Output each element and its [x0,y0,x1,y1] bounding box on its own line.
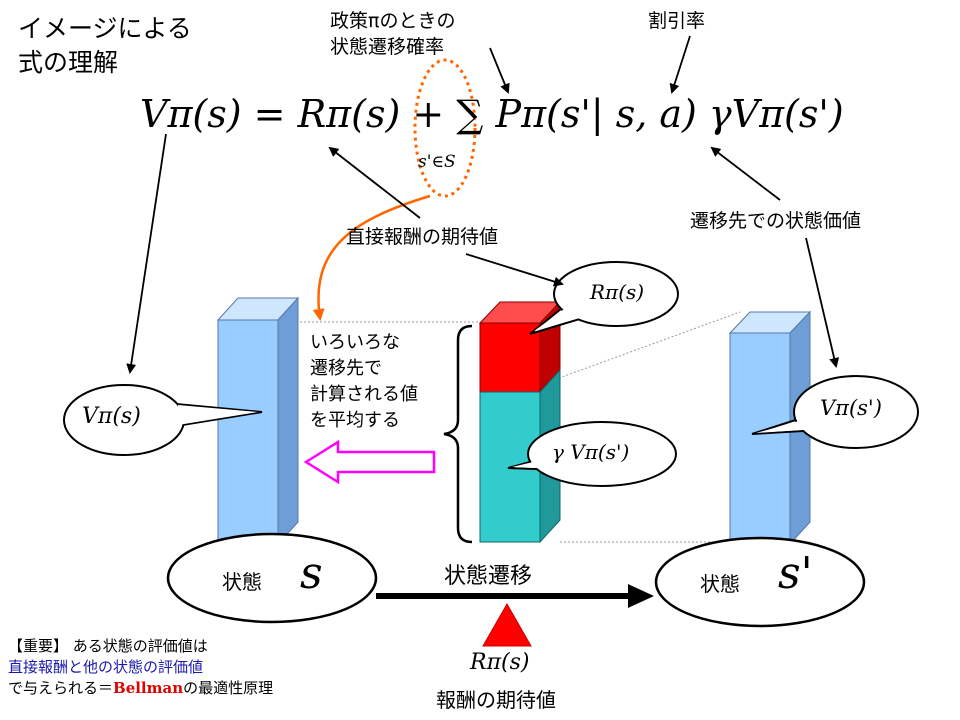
state-s-ellipse [166,532,378,624]
transition-arrow [376,584,654,608]
averaging-text-line-1: いろいろな [310,332,400,353]
dotted-guide-right [539,311,741,386]
policy-label-line-1: 政策πのときの [330,10,456,32]
sum-subscript: s'∈S [418,152,456,172]
bubble-r-s-text: Rπ(s) [590,280,645,304]
bellman-equation: Vπ(s) = Rπ(s) + ∑ Pπ(s'| s, a) γVπ(s') [140,92,844,136]
averaging-text-line-2: 遷移先で [310,358,382,379]
title-line-1: イメージによる [18,14,192,43]
middle-stacked-bar [478,300,562,544]
title-line-2: 式の理解 [18,48,119,77]
sum-highlight-ellipse [413,58,477,198]
state-s-prime-ellipse [654,536,866,628]
average-arrow-icon [303,439,436,485]
state-s-label: 状態 [222,570,262,594]
bubble-r-s [529,261,679,335]
arrow-next-value [710,146,781,201]
averaging-text-line-3: 計算される値 [310,384,418,405]
arrow-discount [669,35,691,94]
arrow-expected-reward [328,146,421,219]
averaging-text-line-4: を平均する [310,410,400,431]
note-line-2: 直接報酬と他の状態の評価値 [8,658,204,676]
bubble-v-s-prime-text: Vπ(s') [820,396,882,420]
policy-label-line-2: 状態遷移確率 [330,36,445,58]
state-s-symbol: s [300,548,323,599]
note-bellman-highlight: Bellman [113,679,184,697]
discount-label: 割引率 [648,10,706,32]
orange-curve-arrow [312,194,431,321]
averaging-bracket [443,324,473,544]
bubble-v-s-text: Vπ(s) [82,404,141,429]
arrow-to-v-s [126,133,167,374]
bubble-gamma-v [507,421,677,487]
reward-symbol: Rπ(s) [470,650,530,675]
state-transition-label: 状態遷移 [444,564,533,589]
note-line-3: で与えられる＝Bellmanの最適性原理 [8,678,273,699]
left-state-bar [216,296,300,546]
state-s-prime-label: 状態 [700,572,740,596]
reward-label: 報酬の期待値 [436,688,556,712]
averaging-text: いろいろな 遷移先で 計算される値 を平均する [310,330,418,434]
bubble-v-s [63,384,263,456]
reward-triangle-icon [482,602,532,647]
right-state-bar [728,310,812,546]
state-s-prime-symbol: s' [778,548,813,599]
bubble-gamma-v-text: γ Vπ(s') [552,440,630,464]
bellman-note: 【重要】 ある状態の評価値は 直接報酬と他の状態の評価値 で与えられる＝Bell… [8,636,273,699]
arrow-to-r-bubble [465,253,564,287]
arrow-to-v-s-prime-bubble [805,237,840,368]
bubble-v-s-prime [751,375,919,449]
page-title: イメージによる 式の理解 [18,12,192,80]
note-line-3-suffix: の最適性原理 [183,679,274,697]
arrow-policy [489,47,510,94]
note-line-3-prefix: で与えられる＝ [8,679,114,697]
note-line-1: 【重要】 ある状態の評価値は [8,637,208,655]
next-state-value-label: 遷移先での状態価値 [690,210,862,232]
expected-reward-label: 直接報酬の期待値 [346,226,499,248]
